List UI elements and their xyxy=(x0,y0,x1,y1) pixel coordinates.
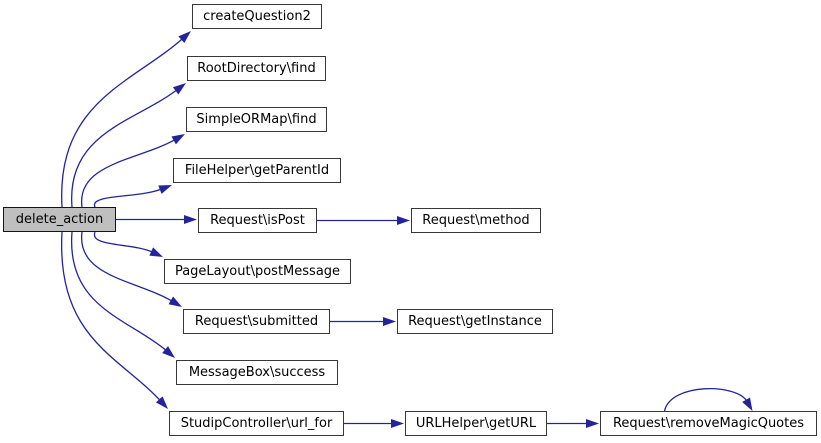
edge-delete_action-to-PageLayout_postMessage xyxy=(93,231,154,253)
edge-Request_submitted-to-Request_getInstance-arrowhead xyxy=(383,317,396,326)
edge-Request_removeMagicQuotes-to-Request_removeMagicQuotes-arrowhead xyxy=(742,397,753,411)
edge-StudipController_url_for-to-URLHelper_getURL-arrowhead xyxy=(391,419,404,428)
graph-node-FileHelper_getParentId[interactable]: FileHelper\getParentId xyxy=(173,158,341,183)
graph-node-delete_action: delete_action xyxy=(3,207,116,232)
graph-node-URLHelper_getURL[interactable]: URLHelper\getURL xyxy=(405,411,547,436)
edge-delete_action-to-Request_submitted xyxy=(81,231,173,302)
edge-Request_removeMagicQuotes-to-Request_removeMagicQuotes xyxy=(663,387,748,412)
edge-delete_action-to-Request_submitted-arrowhead xyxy=(168,296,182,307)
edge-delete_action-to-StudipController_url_for xyxy=(61,231,162,402)
edge-Request_isPost-to-Request_method-arrowhead xyxy=(397,216,410,225)
edge-delete_action-to-RootDirectory_find-arrowhead xyxy=(172,83,186,95)
graph-node-Request_removeMagicQuotes[interactable]: Request\removeMagicQuotes xyxy=(600,411,817,436)
graph-node-Request_method[interactable]: Request\method xyxy=(411,208,541,233)
graph-node-SimpleORMap_find[interactable]: SimpleORMap\find xyxy=(186,107,327,132)
edge-delete_action-to-MessageBox_success xyxy=(71,231,168,352)
edge-delete_action-to-Request_isPost-arrowhead xyxy=(184,215,197,224)
edge-delete_action-to-SimpleORMap_find xyxy=(81,138,176,208)
graph-node-Request_submitted[interactable]: Request\submitted xyxy=(183,309,330,334)
edge-delete_action-to-createQuestion2-arrowhead xyxy=(178,31,191,44)
edge-delete_action-to-FileHelper_getParentId xyxy=(94,188,162,208)
edge-delete_action-to-createQuestion2 xyxy=(61,37,184,208)
edge-delete_action-to-PageLayout_postMessage-arrowhead xyxy=(149,247,163,257)
graph-node-RootDirectory_find[interactable]: RootDirectory\find xyxy=(187,56,326,81)
edge-delete_action-to-SimpleORMap_find-arrowhead xyxy=(171,134,185,145)
graph-node-createQuestion2[interactable]: createQuestion2 xyxy=(192,4,322,29)
graph-node-StudipController_url_for[interactable]: StudipController\url_for xyxy=(169,411,344,436)
graph-node-MessageBox_success[interactable]: MessageBox\success xyxy=(176,360,338,385)
edge-delete_action-to-MessageBox_success-arrowhead xyxy=(162,346,175,358)
graph-node-PageLayout_postMessage[interactable]: PageLayout\postMessage xyxy=(164,259,351,284)
graph-node-Request_isPost[interactable]: Request\isPost xyxy=(198,208,317,233)
graph-node-Request_getInstance[interactable]: Request\getInstance xyxy=(397,309,553,334)
edge-delete_action-to-StudipController_url_for-arrowhead xyxy=(155,396,168,409)
edge-delete_action-to-RootDirectory_find xyxy=(71,89,178,208)
edge-delete_action-to-FileHelper_getParentId-arrowhead xyxy=(158,185,172,194)
edge-URLHelper_getURL-to-Request_removeMagicQuotes-arrowhead xyxy=(586,419,599,428)
